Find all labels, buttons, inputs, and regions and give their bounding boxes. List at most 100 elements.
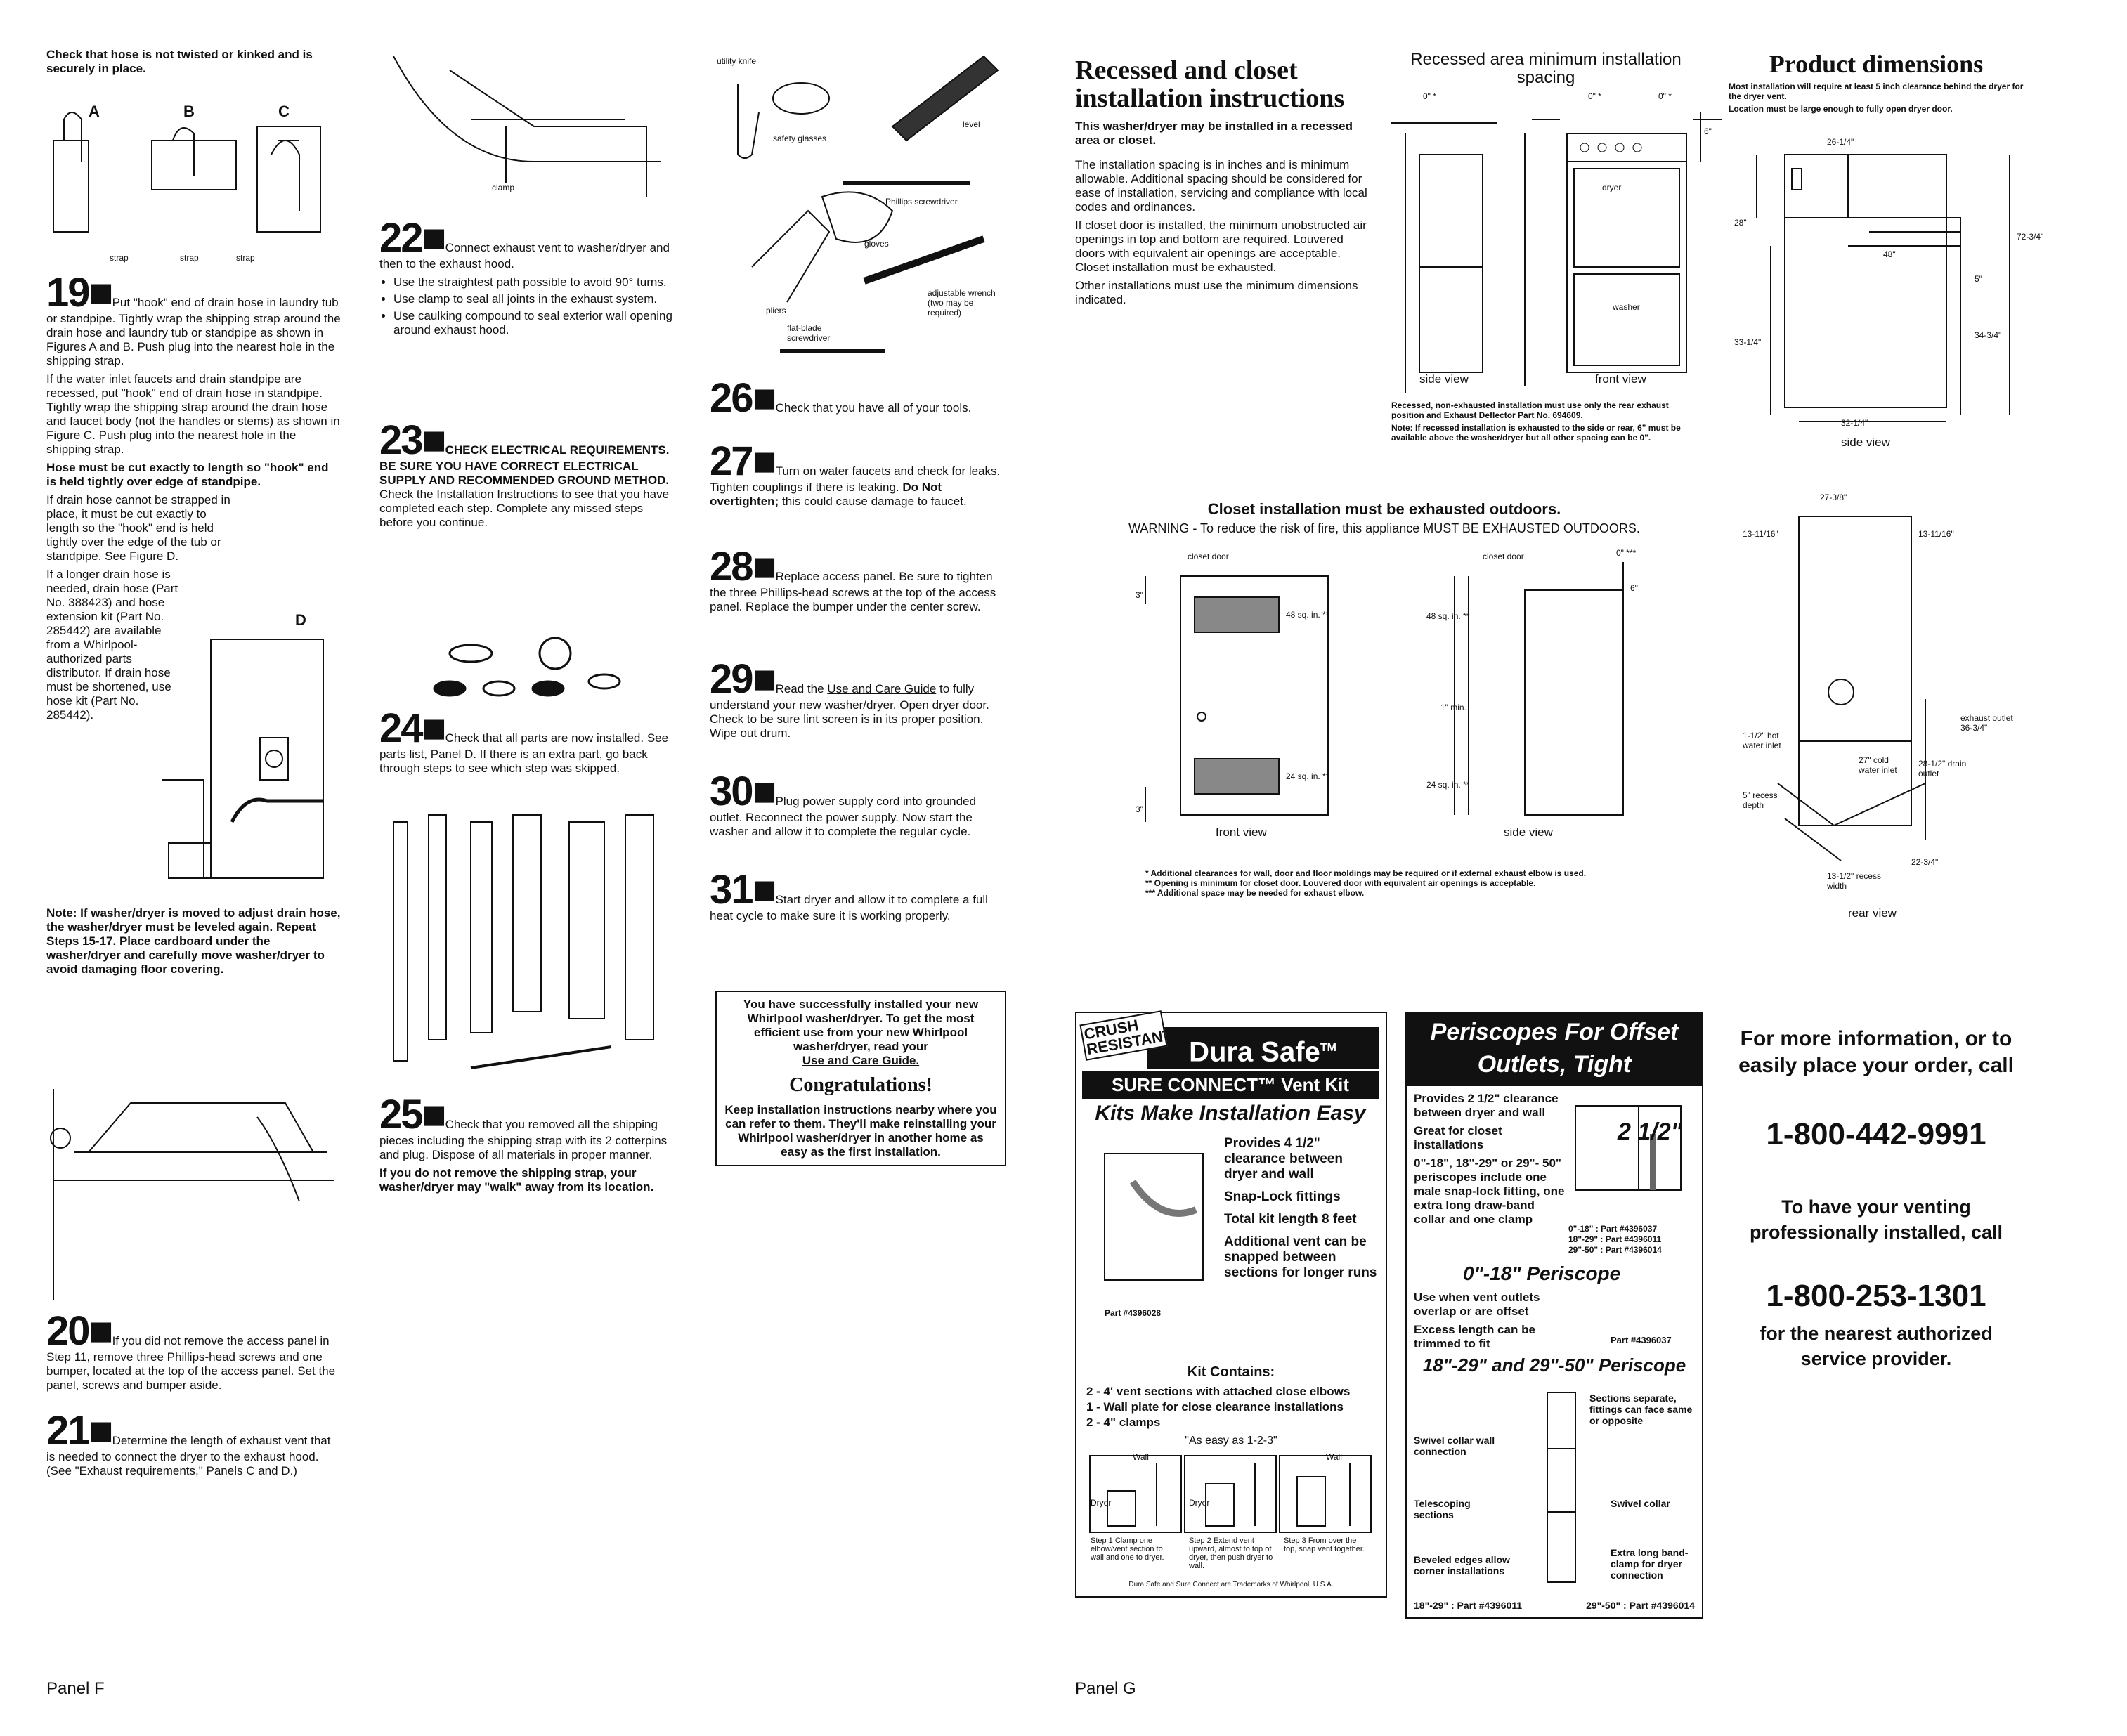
clamp-label: clamp	[492, 183, 515, 192]
tool-gloves: gloves	[864, 239, 889, 249]
recessed-title: Recessed and closet installation instruc…	[1075, 56, 1345, 113]
rear-recess-depth: 5" recess depth	[1743, 790, 1778, 810]
step-19-text2: If the water inlet faucets and drain sta…	[46, 372, 340, 456]
recess-note2: Note: If recessed installation is exhaus…	[1391, 423, 1681, 443]
step-22-bullet: Use caulking compound to seal exterior w…	[393, 309, 675, 337]
parts-illustration	[433, 637, 621, 697]
step-22-bullet: Use clamp to seal all joints in the exha…	[393, 292, 675, 306]
rear-cold: 27" cold water inlet	[1859, 755, 1897, 775]
dura-bullet: Additional vent can be snapped between s…	[1224, 1234, 1377, 1280]
dura-step-1: Step 1 Clamp one elbow/vent section to w…	[1091, 1536, 1164, 1562]
footnote: ** Opening is minimum for closet door. L…	[1145, 878, 1536, 888]
figure-d: D	[162, 611, 344, 906]
step-20-text: If you did not remove the access panel i…	[46, 1334, 336, 1392]
strap-label-a: strap	[110, 253, 129, 263]
periscope-bullet: Great for closet installations	[1414, 1124, 1502, 1151]
phone-service[interactable]: 1-800-253-1301	[1766, 1279, 1986, 1313]
exhaust-vent-figure: clamp	[379, 42, 675, 211]
step-24-number: 24	[379, 705, 423, 751]
dura-bullets: Provides 4 1/2" clearance between dryer …	[1224, 1136, 1379, 1281]
periscope-swivel: Swivel collar wall connection	[1414, 1435, 1495, 1457]
tool-wrench: adjustable wrench (two may be required)	[928, 288, 996, 318]
periscope-bevel: Beveled edges allow corner installations	[1414, 1554, 1510, 1577]
info-nearest: for the nearest authorized service provi…	[1760, 1323, 1993, 1369]
step-26-text: Check that you have all of your tools.	[775, 401, 972, 415]
dim-48: 48"	[1883, 249, 1896, 259]
access-panel-illustration	[50, 1089, 334, 1300]
tool-pliers: pliers	[766, 306, 786, 315]
dura-contains-item: 1 - Wall plate for close clearance insta…	[1086, 1400, 1344, 1414]
figures-abc: A B C strap strap strap	[46, 98, 327, 267]
dura-vent-illustration	[1104, 1153, 1204, 1281]
spacing-front-view: front view	[1595, 372, 1646, 386]
periscope-part: 29"-50" : Part #4396014	[1568, 1245, 1662, 1255]
closet-24-front: 24 sq. in. **	[1286, 771, 1329, 781]
step-22-text: Connect exhaust vent to washer/dryer and…	[379, 241, 670, 270]
congrats-intro: You have successfully installed your new…	[743, 998, 979, 1053]
periscope-extra: Extra long band-clamp for dryer connecti…	[1611, 1547, 1689, 1581]
closet-door-label-front: closet door	[1188, 552, 1229, 561]
step-27-text2: this could cause damage to faucet.	[781, 495, 967, 508]
step-22-bullet: Use the straightest path possible to avo…	[393, 275, 675, 289]
step-19-number: 19	[46, 270, 90, 315]
recessed-bold: This washer/dryer may be installed in a …	[1075, 119, 1353, 147]
tool-flat-screwdriver: flat-blade screwdriver	[787, 323, 831, 343]
dim-72: 72-3/4"	[2017, 232, 2044, 242]
step-26-number: 26	[710, 375, 753, 421]
periscope-0-18: 0"-18" Periscope	[1463, 1262, 1621, 1284]
dura-step-3: Step 3 From over the top, snap vent toge…	[1284, 1536, 1365, 1553]
step-20-number: 20	[46, 1308, 90, 1354]
congrats-body: Keep installation instructions nearby wh…	[724, 1103, 997, 1159]
rear-view-illustration	[1777, 516, 1926, 861]
step-26: 26■Check that you have all of your tools…	[710, 375, 972, 421]
step-24-text: Check that all parts are now installed. …	[379, 731, 669, 775]
dura-sub: SURE CONNECT™ Vent Kit	[1082, 1071, 1379, 1099]
step-31-text: Start dryer and allow it to complete a f…	[710, 893, 988, 922]
recessed-p2: If closet door is installed, the minimum…	[1075, 218, 1367, 274]
closet-bot-3: 3"	[1136, 804, 1143, 814]
step-21-text: Determine the length of exhaust vent tha…	[46, 1434, 331, 1477]
step-29: 29■Read the Use and Care Guide to fully …	[710, 656, 989, 740]
dura-dryer-1: Dryer	[1091, 1498, 1112, 1508]
dura-tm: TM	[1320, 1042, 1336, 1054]
step-19-note: Note: If washer/dryer is moved to adjust…	[46, 906, 341, 976]
dura-easy: "As easy as 1-2-3"	[1185, 1435, 1277, 1447]
step-27: 27■Turn on water faucets and check for l…	[710, 438, 1001, 509]
tools-figure: utility knife safety glasses level Phill…	[710, 55, 1005, 365]
spacing-side-view: side view	[1419, 372, 1469, 386]
tool-phillips-screwdriver: Phillips screwdriver	[885, 197, 958, 207]
periscope-swivel2: Swivel collar	[1611, 1498, 1670, 1509]
dura-bullet: Provides 4 1/2" clearance between dryer …	[1224, 1136, 1343, 1182]
step-29-text-a: Read the	[775, 682, 824, 696]
fig-b-label: B	[183, 103, 195, 120]
closet-illustration	[1145, 562, 1624, 822]
rear-view-label: rear view	[1848, 906, 1897, 920]
step-27-number: 27	[710, 438, 753, 484]
use-care-guide-link[interactable]: Use and Care Guide	[827, 682, 937, 696]
dim-34: 34-3/4"	[1975, 330, 2002, 340]
step-19: 19■Put "hook" end of drain hose in laund…	[46, 270, 341, 722]
step-25-bold: If you do not remove the shipping strap,…	[379, 1166, 654, 1194]
panel-g-label: Panel G	[1075, 1679, 1136, 1698]
step-21-number: 21	[46, 1408, 90, 1454]
periscope-title: Periscopes For Offset Outlets, Tight Ins…	[1407, 1013, 1702, 1110]
dura-safe-title-bar: Dura SafeTM	[1147, 1027, 1379, 1069]
tools-illustration	[737, 55, 999, 353]
dura-safe-title: Dura Safe	[1189, 1036, 1320, 1068]
closet-48-front: 48 sq. in. **	[1286, 610, 1329, 620]
phone-order[interactable]: 1-800-442-9991	[1766, 1117, 1986, 1151]
periscope-18-29: 18"-29" and 29"-50" Periscope	[1422, 1355, 1686, 1376]
step-19-bold: Hose must be cut exactly to length so "h…	[46, 461, 329, 488]
dura-dryer-2: Dryer	[1189, 1498, 1210, 1508]
step-19-text3: If drain hose cannot be strapped in plac…	[46, 493, 230, 563]
rear-13-right: 13-11/16"	[1918, 529, 1954, 539]
closet-footnotes: * Additional clearances for wall, door a…	[1145, 868, 1708, 898]
dim-26: 26-1/4"	[1827, 137, 1854, 147]
step-23-number: 23	[379, 417, 423, 463]
dura-bullet: Snap-Lock fittings	[1224, 1189, 1341, 1204]
step-28-number: 28	[710, 544, 753, 589]
access-panel-figure	[46, 1075, 342, 1307]
spacing-title: Recessed area minimum installation spaci…	[1410, 50, 1682, 87]
step-31: 31■Start dryer and allow it to complete …	[710, 867, 988, 923]
recessed-p3: Other installations must use the minimum…	[1075, 279, 1358, 306]
